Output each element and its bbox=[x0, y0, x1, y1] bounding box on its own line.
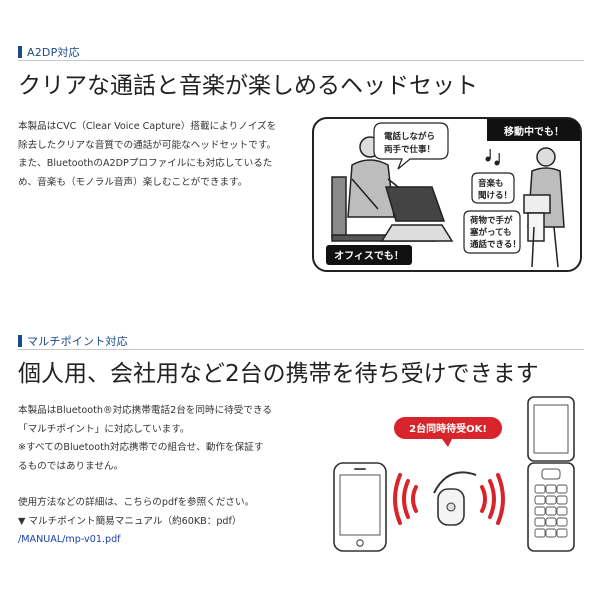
bubble-text: 聞ける！ bbox=[478, 190, 512, 201]
bubble-text: 通話できる！ bbox=[470, 239, 521, 250]
smartphone-icon bbox=[333, 462, 387, 552]
badge-multipoint-ok: 2台同時待受OK! bbox=[394, 417, 502, 447]
traveler-figure bbox=[523, 147, 565, 268]
label-moving-text: 移動中でも！ bbox=[504, 125, 564, 138]
section-tag-multipoint: マルチポイント対応 bbox=[18, 333, 128, 349]
section-tag-label: マルチポイント対応 bbox=[27, 335, 128, 348]
section-divider bbox=[18, 349, 584, 350]
section-tag-a2dp: A2DP対応 bbox=[18, 44, 80, 60]
bubble-text: 塞がっても bbox=[469, 227, 512, 238]
section-marker bbox=[18, 46, 22, 58]
music-note-icon bbox=[485, 149, 500, 166]
section-divider bbox=[18, 60, 584, 61]
body-line: 本製品はCVC（Clear Voice Capture）搭載によりノイズを bbox=[18, 121, 277, 132]
manual-pdf-link[interactable]: /MANUAL/mp-v01.pdf bbox=[18, 534, 121, 545]
headset-usage-illustration: 電話しながら 両手で仕事！ オフィスでも！ 移動中でも！ 音楽も 聞ける！ 荷物… bbox=[312, 117, 582, 272]
label-moving: 移動中でも！ bbox=[487, 119, 580, 141]
body-line: め、音楽も（モノラル音声）楽しむことができます。 bbox=[18, 176, 248, 188]
body-line: 「マルチポイント」に対応しています。 bbox=[18, 423, 190, 435]
multipoint-illustration: 2台同時待受OK! bbox=[333, 396, 575, 552]
signal-waves-icon bbox=[393, 473, 418, 525]
body-line: るものではありません。 bbox=[18, 460, 124, 472]
signal-waves-icon bbox=[480, 473, 505, 525]
body-line: 除去したクリアな音質での通話が可能なヘッドセットです。 bbox=[18, 139, 277, 151]
label-office-text: オフィスでも！ bbox=[334, 250, 404, 262]
usage-text: 使用方法などの詳細は、こちらのpdfを参照ください。 bbox=[18, 497, 255, 508]
body-line: ※すべてのBluetooth対応携帯での組合せ、動作を保証す bbox=[18, 442, 264, 453]
badge-text: 2台同時待受OK! bbox=[409, 422, 487, 435]
headset-icon bbox=[433, 471, 477, 526]
section1-body: 本製品はCVC（Clear Voice Capture）搭載によりノイズを 除去… bbox=[18, 118, 308, 192]
body-line: また、BluetoothのA2DPプロファイルにも対応しているた bbox=[18, 158, 273, 169]
label-office: オフィスでも！ bbox=[326, 245, 412, 265]
section-tag-label: A2DP対応 bbox=[27, 46, 80, 59]
section2-headline: 個人用、会社用など2台の携帯を待ち受けできます bbox=[18, 361, 539, 387]
bubble-text: 電話しながら bbox=[384, 131, 435, 142]
flip-phone-icon bbox=[527, 396, 575, 552]
body-line: 本製品はBluetooth®対応携帯電話2台を同時に待受できる bbox=[18, 405, 272, 416]
office-bubble: 電話しながら 両手で仕事！ bbox=[373, 122, 449, 170]
section2-body: 本製品はBluetooth®対応携帯電話2台を同時に待受できる 「マルチポイント… bbox=[18, 402, 318, 550]
bubble-text: 音楽も bbox=[478, 178, 504, 189]
manual-title: ▼ マルチポイント簡易マニュアル（約60KB：pdf） bbox=[18, 515, 242, 527]
section1-headline: クリアな通話と音楽が楽しめるヘッドセット bbox=[18, 73, 478, 99]
luggage-bubble: 荷物で手が 塞がっても 通話できる！ bbox=[463, 210, 521, 254]
bubble-text: 両手で仕事！ bbox=[384, 144, 435, 155]
music-bubble: 音楽も 聞ける！ bbox=[471, 172, 515, 204]
section-marker bbox=[18, 335, 22, 347]
bubble-text: 荷物で手が bbox=[469, 215, 513, 226]
